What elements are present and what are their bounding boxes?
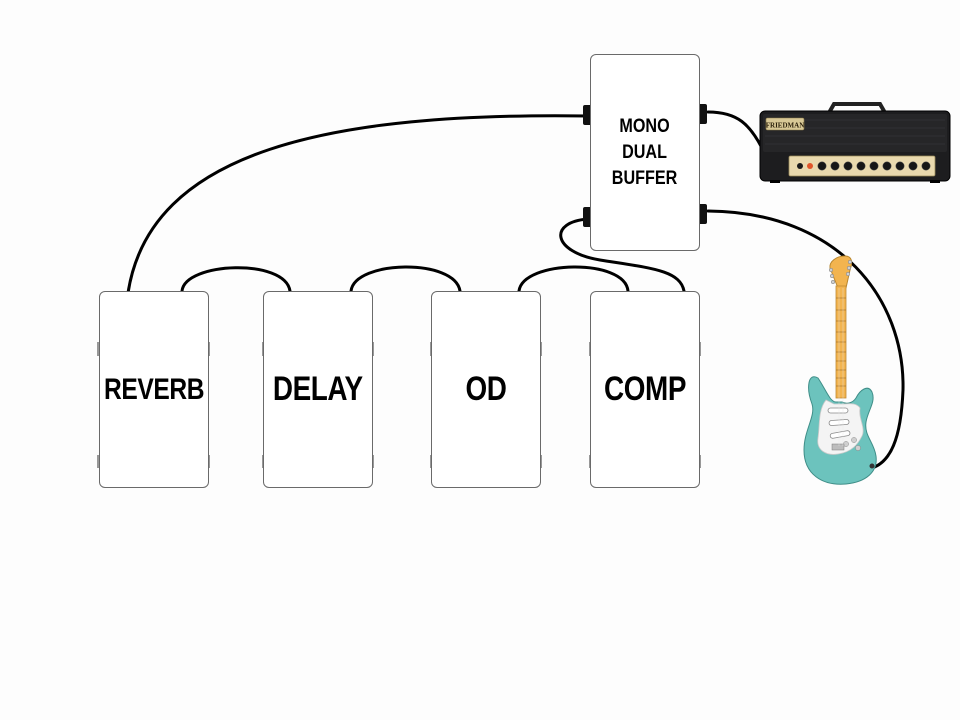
pedal-od-label: OD [465,370,507,408]
pedal-comp[interactable]: COMP [590,291,700,488]
cable-buffer-to-comp [559,217,686,293]
pedal-od[interactable]: OD [431,291,541,488]
buffer-unit[interactable]: MONO DUAL BUFFER [590,54,700,251]
jack-icon[interactable] [698,204,707,224]
pedal-delay-label: DELAY [273,370,363,408]
buffer-label-line: DUAL [622,141,668,163]
buffer-jacks [583,104,707,227]
cable-buffer-to-reverb [126,114,592,295]
cable-delay-to-reverb [180,266,292,293]
buffer-label-line: MONO [619,115,671,137]
buffer-label-line: BUFFER [612,167,678,189]
buffer-label: MONO DUAL BUFFER [612,114,678,192]
pedal-reverb-label: REVERB [103,372,205,406]
pedal-delay[interactable]: DELAY [263,291,373,488]
cable-comp-to-od [517,265,630,293]
amp-head-icon[interactable]: FRIEDMAN [759,102,951,183]
pedal-comp-label: COMP [604,370,686,408]
amp-brand-logo: FRIEDMAN [766,122,805,130]
cable-buffer-to-amp [706,110,764,150]
cable-guitar-to-buffer [706,209,905,470]
jack-icon[interactable] [583,207,592,227]
jack-icon[interactable] [698,104,707,124]
electric-guitar-icon[interactable] [803,255,877,485]
cable-od-to-delay [349,265,462,293]
pedal-reverb[interactable]: REVERB [99,291,209,488]
jack-icon[interactable] [583,105,592,125]
